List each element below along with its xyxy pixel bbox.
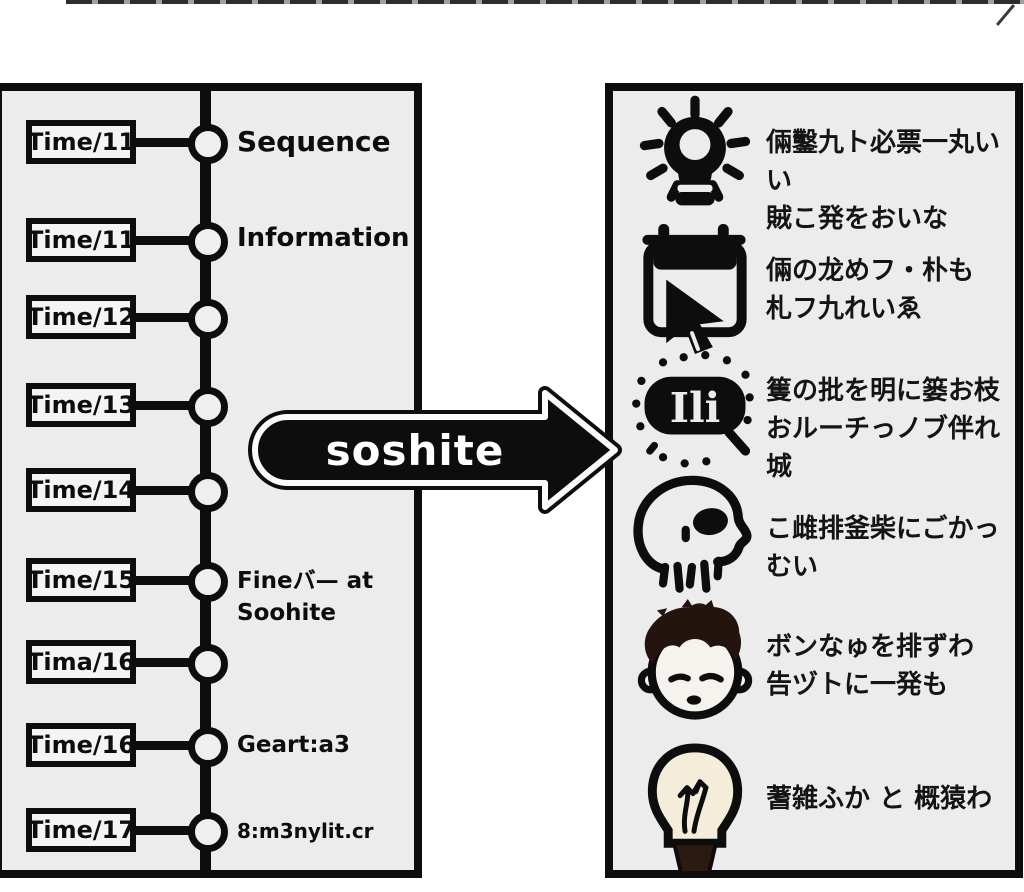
timeline-node <box>188 387 228 427</box>
time-box: Time/14 <box>26 468 136 512</box>
skull-icon <box>633 475 752 593</box>
node-label: Sequence <box>237 125 391 158</box>
connector-line <box>136 741 190 750</box>
feature-text-line1: ボンなゅを排ずわ <box>766 632 975 662</box>
time-box: Time/13 <box>26 383 136 427</box>
lightbulb-filament-icon <box>647 743 743 876</box>
top-right-tick <box>995 4 1016 26</box>
chip-magnifier-icon: Ili <box>632 351 754 468</box>
time-label: Time/16 <box>26 731 136 759</box>
skull-eye <box>693 508 728 536</box>
time-box: Time/11 <box>26 218 136 262</box>
time-box: Time/12 <box>26 295 136 339</box>
timeline-node <box>188 562 228 602</box>
time-label: Time/13 <box>26 391 136 419</box>
feature-text-line2: 札フ九れいゑ <box>766 294 923 324</box>
feature-text-line1: 蓍雑ふか と 概猿わ <box>766 784 993 814</box>
connector-line <box>136 401 190 410</box>
feature-text: 篗の批を明に篓お枝 おルーチっノブ伴れ城 <box>766 372 1018 486</box>
timeline-node <box>188 644 228 684</box>
bulb-filament <box>677 779 709 834</box>
connector-line <box>136 658 190 667</box>
connector-line <box>136 313 190 322</box>
node-label: 8:m3nylit.cr <box>237 819 374 843</box>
connector-line <box>136 576 190 585</box>
connector-line <box>136 236 190 245</box>
feature-text-line2: おルーチっノブ伴れ城 <box>766 414 1001 482</box>
node-label: Information <box>237 223 410 253</box>
boy-eye-right <box>699 672 724 683</box>
chip-dots <box>632 351 754 468</box>
calendar-cursor-icon <box>642 223 747 355</box>
boy-mouth <box>686 695 702 705</box>
cursor-pointer <box>666 279 724 355</box>
time-label: Time/11 <box>26 226 136 254</box>
feature-text: 蓍雑ふか と 概猿わ <box>766 780 1018 818</box>
time-label: Time/11 <box>26 128 136 156</box>
feature-text-line1: 倆の龙めフ・朴も <box>766 256 975 286</box>
time-label: Time/12 <box>26 303 136 331</box>
feature-text-line1: 篗の批を明に篓お枝 <box>766 376 1001 406</box>
timeline-node <box>188 299 228 339</box>
soshite-arrow: soshite <box>248 386 622 514</box>
node-label: Fineバ— at Soohite <box>237 565 373 629</box>
time-box: Time/17 <box>26 808 136 852</box>
node-label: Geart:a3 <box>237 732 351 758</box>
feature-text: こ雌排釜柴にごかっむい <box>766 510 1018 586</box>
time-box: Tima/16 <box>26 640 136 684</box>
arrow-label: soshite <box>326 426 505 475</box>
feature-text-line1: 倆鑿九ト必票一丸いい <box>766 128 1001 196</box>
top-edge-scribble <box>66 0 1024 4</box>
feature-text: 倆鑿九ト必票一丸いい 賊こ発をおいな <box>766 124 1018 238</box>
node-label-line1: Fineバ— at <box>237 568 374 594</box>
timeline-node <box>188 124 228 164</box>
connector-line <box>136 826 190 835</box>
time-box: Time/11 <box>26 120 136 164</box>
timeline-node <box>188 727 228 767</box>
feature-text: ボンなゅを排ずわ 告ヅトに一発も <box>766 628 1018 704</box>
magnifier-handle <box>724 427 751 456</box>
feature-text-line1: こ雌排釜柴にごかっむい <box>766 514 1000 582</box>
timeline-node <box>188 812 228 852</box>
boy-eye-left <box>668 673 691 683</box>
feature-text: 倆の龙めフ・朴も 札フ九れいゑ <box>766 252 1018 328</box>
arrow-white-inline <box>252 390 618 510</box>
bulb-rays <box>639 95 751 202</box>
node-label-line2: Soohite <box>237 600 337 626</box>
connector-line <box>136 138 190 147</box>
bulb-base <box>671 841 719 876</box>
time-box: Time/16 <box>26 723 136 767</box>
time-label: Tima/16 <box>27 648 135 676</box>
boy-face-icon <box>637 599 753 720</box>
time-label: Time/15 <box>26 566 136 594</box>
time-label: Time/14 <box>26 476 136 504</box>
timeline-node <box>188 222 228 262</box>
skull-teeth <box>658 525 723 593</box>
boy-hair <box>644 603 742 664</box>
feature-text-line2: 告ヅトに一発も <box>766 670 949 700</box>
feature-text-line2: 賊こ発をおいな <box>766 204 949 234</box>
chip-glyph: Ili <box>670 383 721 432</box>
lightbulb-rays-icon <box>639 95 751 206</box>
time-box: Time/15 <box>26 558 136 602</box>
time-label: Time/17 <box>26 816 136 844</box>
timeline-node <box>188 472 228 512</box>
connector-line <box>136 486 190 495</box>
